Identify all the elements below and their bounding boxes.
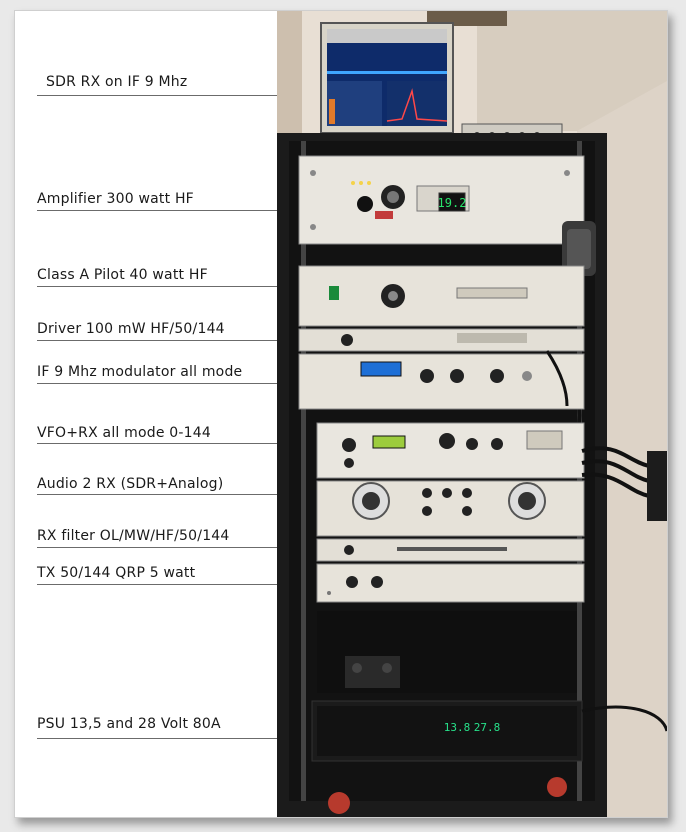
driver-panel <box>298 328 585 352</box>
sdr-monitor <box>320 22 454 134</box>
leader-line <box>37 95 307 96</box>
leader-line <box>37 383 319 384</box>
label-tx-qrp: TX 50/144 QRP 5 watt <box>37 565 196 581</box>
class-a-pilot-panel <box>298 265 585 327</box>
svg-text:13.8: 13.8 <box>444 721 471 734</box>
tx-qrp-panel <box>316 563 585 603</box>
label-audio-rx: Audio 2 RX (SDR+Analog) <box>37 476 224 492</box>
leader-line <box>37 584 319 585</box>
leader-line <box>37 547 319 548</box>
vfo-rx-panel <box>316 422 585 479</box>
svg-text:27.8: 27.8 <box>474 721 501 734</box>
rx-filter-panel <box>316 538 585 562</box>
label-psu: PSU 13,5 and 28 Volt 80A <box>37 716 221 732</box>
cable-bundle <box>581 446 650 498</box>
svg-text:19.2: 19.2 <box>438 196 467 210</box>
leader-line <box>37 286 317 287</box>
label-panel: SDR RX on IF 9 Mhz Amplifier 300 watt HF… <box>15 11 327 817</box>
audio-rx-panel <box>316 480 585 537</box>
amp-meter-display <box>438 192 466 212</box>
label-class-a-pilot: Class A Pilot 40 watt HF <box>37 267 208 283</box>
if-modulator-panel <box>298 350 585 410</box>
leader-line <box>37 738 327 739</box>
leader-line <box>37 494 319 495</box>
radio-rack-photo: 19.2 <box>277 11 667 817</box>
label-if-modulator: IF 9 Mhz modulator all mode <box>37 364 243 380</box>
label-driver: Driver 100 mW HF/50/144 <box>37 321 225 337</box>
label-amplifier: Amplifier 300 watt HF <box>37 191 194 207</box>
label-rx-filter: RX filter OL/MW/HF/50/144 <box>37 528 230 544</box>
photo-frame: SDR RX on IF 9 Mhz Amplifier 300 watt HF… <box>14 10 668 818</box>
leader-line <box>37 443 327 444</box>
label-sdr-rx: SDR RX on IF 9 Mhz <box>46 74 188 90</box>
amplifier-panel: 19.2 <box>298 155 585 245</box>
psu-panel: 13.8 27.8 <box>311 700 583 762</box>
leader-line <box>37 340 319 341</box>
leader-line <box>37 210 307 211</box>
rack-illustration: 19.2 <box>277 11 667 817</box>
label-vfo-rx: VFO+RX all mode 0-144 <box>37 425 211 441</box>
